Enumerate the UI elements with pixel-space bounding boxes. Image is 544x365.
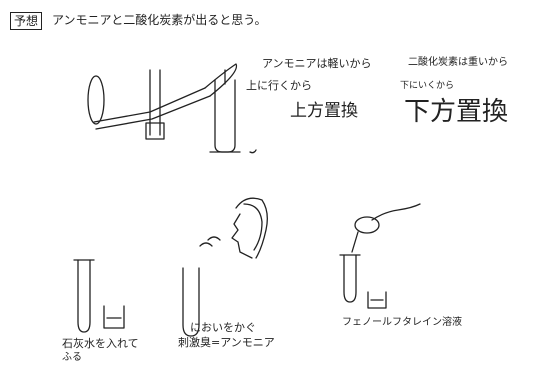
phenolphthalein-label: フェノールフタレイン溶液 bbox=[342, 317, 462, 328]
ammonia-method: 上方置換 bbox=[290, 101, 358, 121]
ammonia-note-line1: アンモニアは軽いから bbox=[262, 57, 372, 70]
test-tube-heating-sketch bbox=[87, 63, 241, 153]
smell-line1: においをかぐ bbox=[190, 321, 256, 334]
smell-line2: 刺激臭=アンモニア bbox=[178, 336, 275, 349]
dropper-sketch bbox=[339, 203, 421, 309]
limewater-line1: 石灰水を入れて bbox=[62, 337, 139, 350]
test-tube-sketch-left bbox=[73, 259, 125, 333]
co2-method: 下方置換 bbox=[404, 97, 509, 127]
co2-note-line1: 二酸化炭素は重いから bbox=[408, 57, 508, 68]
co2-note-line2: 下にいくから bbox=[400, 81, 455, 91]
smelling-face-sketch bbox=[182, 197, 268, 337]
prediction-label: 予想 bbox=[10, 12, 43, 30]
ammonia-note-line2: 上に行くから bbox=[246, 79, 312, 92]
prediction-text: アンモニアと二酸化炭素が出ると思う。 bbox=[52, 13, 267, 27]
scribble-mark bbox=[249, 149, 257, 154]
limewater-line2: ふる bbox=[62, 352, 82, 363]
